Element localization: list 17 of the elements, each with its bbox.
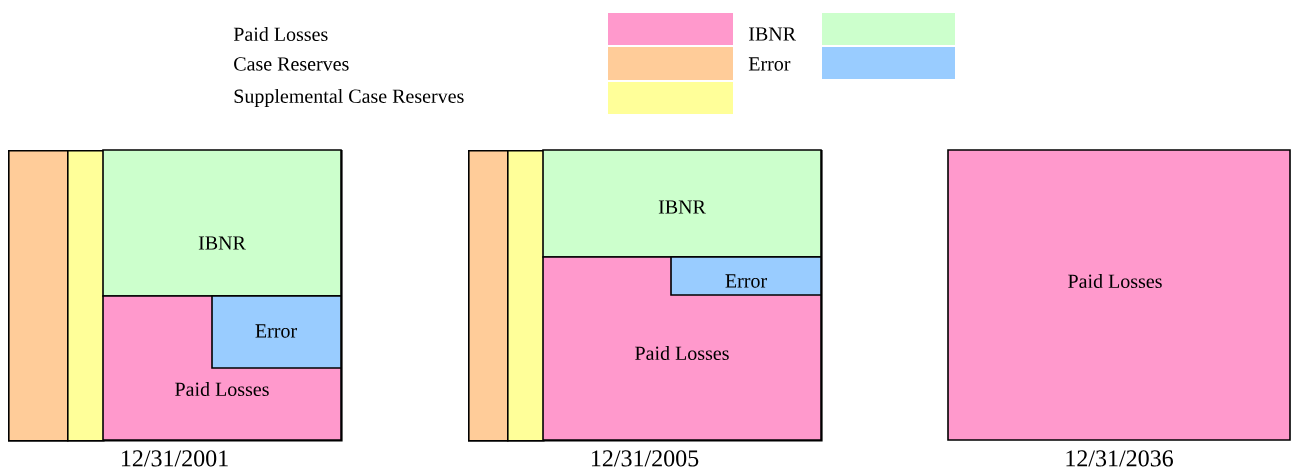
region-box: Error bbox=[211, 295, 342, 369]
legend-label: IBNR bbox=[749, 27, 796, 41]
legend-label: Error bbox=[748, 57, 791, 71]
region-box bbox=[8, 150, 69, 442]
region-box: Paid Losses bbox=[947, 149, 1291, 441]
legend-label: Supplemental Case Reserves bbox=[234, 88, 464, 108]
region-box: IBNR bbox=[542, 149, 822, 258]
region-box bbox=[67, 150, 105, 442]
date-caption: 12/31/2001 bbox=[121, 450, 228, 467]
region-box: Error bbox=[670, 256, 822, 296]
legend-label: Paid Losses bbox=[233, 27, 328, 42]
legend-label: Case Reserves bbox=[234, 57, 349, 71]
region-box bbox=[507, 150, 545, 442]
region-box: IBNR bbox=[102, 149, 342, 297]
date-caption: 12/31/2036 bbox=[1066, 450, 1173, 467]
date-caption: 12/31/2005 bbox=[591, 450, 699, 467]
region-box bbox=[468, 150, 509, 442]
